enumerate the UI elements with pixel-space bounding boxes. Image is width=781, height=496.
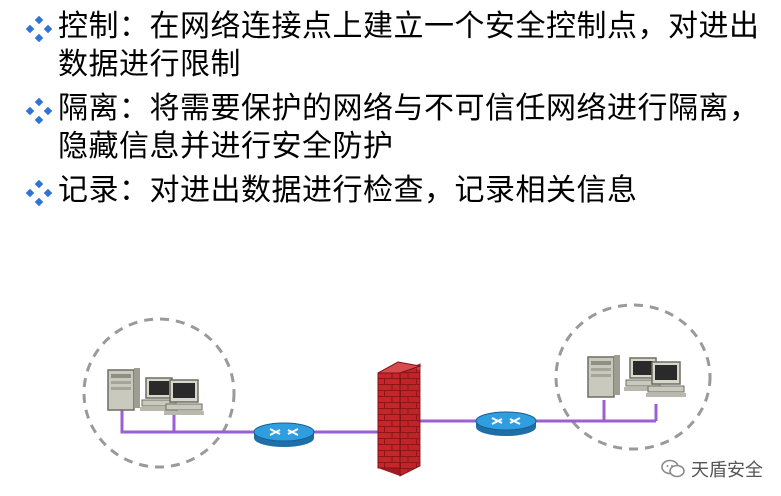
wechat-icon [661,459,685,478]
diamond-bullet-icon [26,16,52,42]
firewall-brick-icon [377,361,422,477]
right-network-boundary [554,303,712,451]
bullet-list: 控制：在网络连接点上建立一个安全控制点，对进出数据进行限制 隔离：将需要保护的网… [26,8,766,216]
watermark-text: 天盾安全 [691,460,763,481]
left-network-boundary [82,317,236,469]
computer-icon [164,379,204,415]
bullet-text: 隔离：将需要保护的网络与不可信任网络进行隔离，隐藏信息并进行安全防护 [58,91,760,164]
computer-icon [624,357,662,391]
bullet-item-control: 控制：在网络连接点上建立一个安全控制点，对进出数据进行限制 [26,8,766,84]
server-icon [587,355,620,398]
watermark: 天盾安全 [661,456,763,482]
server-icon [107,368,140,411]
router-icon [475,411,537,436]
bullet-text: 记录：对进出数据进行检查，记录相关信息 [58,173,638,208]
bullet-text: 控制：在网络连接点上建立一个安全控制点，对进出数据进行限制 [58,9,760,82]
diamond-bullet-icon [26,180,52,206]
right-network-links [418,400,658,423]
bullet-item-isolation: 隔离：将需要保护的网络与不可信任网络进行隔离，隐藏信息并进行安全防护 [26,90,766,166]
computer-icon [646,361,686,397]
diamond-bullet-icon [26,98,52,124]
left-network-links [120,408,385,434]
computer-icon [140,377,178,411]
bullet-item-logging: 记录：对进出数据进行检查，记录相关信息 [26,172,766,210]
router-icon [253,422,315,447]
